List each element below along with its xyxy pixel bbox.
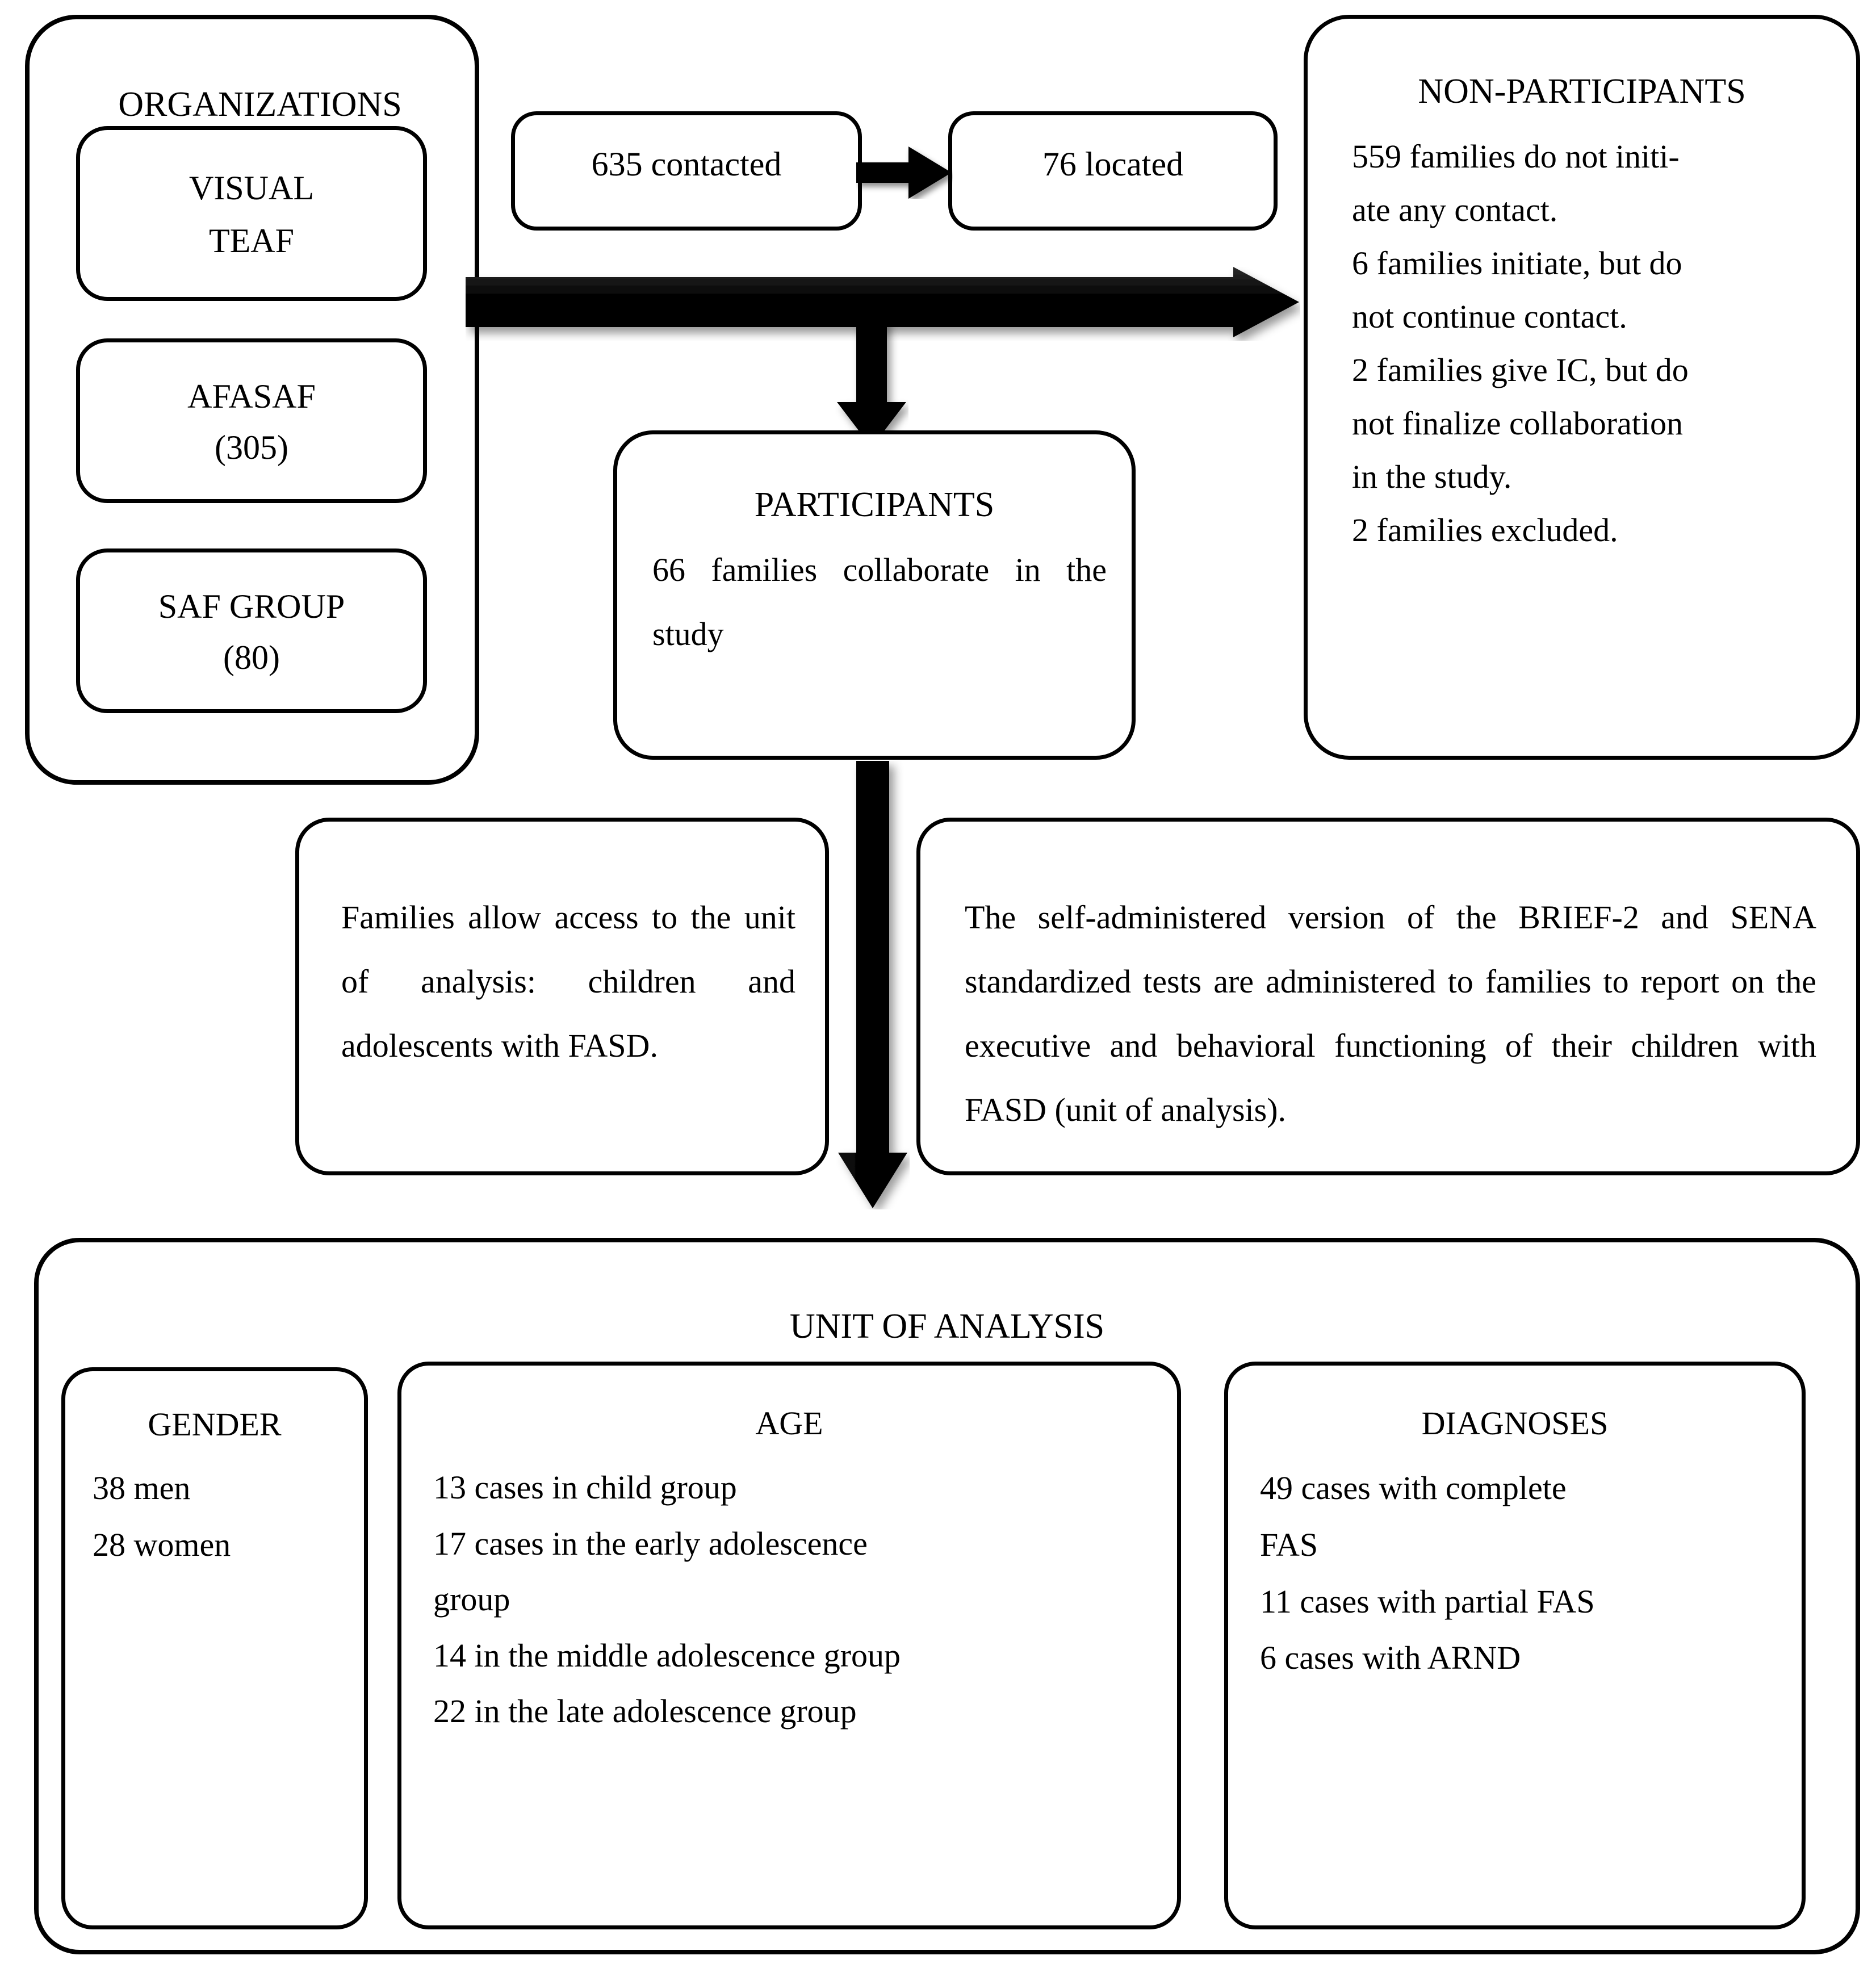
organizations-title: ORGANIZATIONS [118, 85, 402, 124]
diagnoses-line: 6 cases with ARND [1260, 1639, 1521, 1677]
contacted-box[interactable]: 635 contacted [511, 111, 862, 231]
instruments-body: The self-administered version of the BRI… [965, 899, 1816, 1129]
organization-saf-group[interactable]: SAF GROUP (80) [76, 548, 427, 713]
diagnoses-title: DIAGNOSES [1421, 1405, 1609, 1442]
org-count: (305) [215, 429, 288, 466]
organization-visual-teaf-label: VISUAL TEAF [80, 162, 423, 267]
org-name-line1: VISUAL [189, 169, 314, 207]
age-title: AGE [755, 1405, 823, 1442]
age-line: 14 in the middle adolescence group [433, 1636, 901, 1674]
non-participants-line: 6 families initiate, but do [1352, 244, 1682, 282]
arrow-contacted-to-located-icon [856, 146, 952, 199]
non-participants-line: in the study. [1352, 458, 1512, 495]
diagnoses-line: FAS [1260, 1526, 1318, 1563]
gender-line: 28 women [93, 1526, 231, 1563]
org-name-line1: SAF GROUP [158, 588, 345, 625]
age-line: 13 cases in child group [433, 1469, 737, 1506]
non-participants-line: 2 families excluded. [1352, 511, 1618, 548]
non-participants-line: 2 families give IC, but do [1352, 351, 1689, 388]
gender-line: 38 men [93, 1469, 191, 1506]
participants-box[interactable]: PARTICIPANTS 66 families collaborate in … [613, 430, 1136, 760]
age-line: group [433, 1581, 510, 1618]
organization-afasaf-label: AFASAF (305) [80, 371, 423, 473]
diagnoses-body: 49 cases with complete FAS 11 cases with… [1260, 1460, 1794, 1686]
instruments-box[interactable]: The self-administered version of the BRI… [916, 818, 1860, 1175]
unit-of-analysis-title: UNIT OF ANALYSIS [789, 1307, 1105, 1346]
org-name-line1: AFASAF [187, 378, 316, 415]
diagnoses-box[interactable]: DIAGNOSES 49 cases with complete FAS 11 … [1224, 1362, 1806, 1929]
located-box[interactable]: 76 located [948, 111, 1278, 231]
families-access-body: Families allow access to the unit of ana… [341, 899, 795, 1065]
families-access-box[interactable]: Families allow access to the unit of ana… [295, 818, 829, 1175]
diagnoses-line: 11 cases with partial FAS [1260, 1582, 1595, 1620]
age-box[interactable]: AGE 13 cases in child group 17 cases in … [397, 1362, 1181, 1929]
non-participants-line: not continue contact. [1352, 298, 1627, 335]
non-participants-line: 559 families do not initi- [1352, 138, 1680, 175]
non-participants-body: 559 families do not initi- ate any conta… [1352, 130, 1829, 557]
arrow-to-unit-of-analysis-icon [838, 761, 907, 1208]
org-name-line2: TEAF [209, 222, 294, 259]
org-count: (80) [223, 639, 280, 676]
non-participants-line: not finalize collaboration [1352, 404, 1684, 442]
gender-title: GENDER [148, 1406, 282, 1443]
non-participants-title: NON-PARTICIPANTS [1418, 72, 1746, 111]
organization-visual-teaf[interactable]: VISUAL TEAF [76, 126, 427, 301]
gender-box[interactable]: GENDER 38 men 28 women [61, 1367, 368, 1929]
participants-body: 66 families collaborate in the study [652, 551, 1107, 653]
located-label: 76 located [1042, 145, 1184, 183]
non-participants-line: ate any contact. [1352, 191, 1558, 228]
age-line: 17 cases in the early adolescence [433, 1525, 868, 1562]
gender-body: 38 men 28 women [93, 1460, 342, 1573]
participants-title: PARTICIPANTS [754, 485, 995, 524]
arrow-to-non-participants-icon [466, 267, 1299, 337]
organization-saf-group-label: SAF GROUP (80) [80, 581, 423, 683]
age-line: 22 in the late adolescence group [433, 1693, 857, 1730]
age-body: 13 cases in child group 17 cases in the … [433, 1460, 1160, 1740]
non-participants-box[interactable]: NON-PARTICIPANTS 559 families do not ini… [1304, 15, 1860, 760]
contacted-label: 635 contacted [591, 145, 782, 183]
arrow-to-participants-icon [837, 318, 906, 447]
diagnoses-line: 49 cases with complete [1260, 1469, 1567, 1506]
organization-afasaf[interactable]: AFASAF (305) [76, 338, 427, 503]
